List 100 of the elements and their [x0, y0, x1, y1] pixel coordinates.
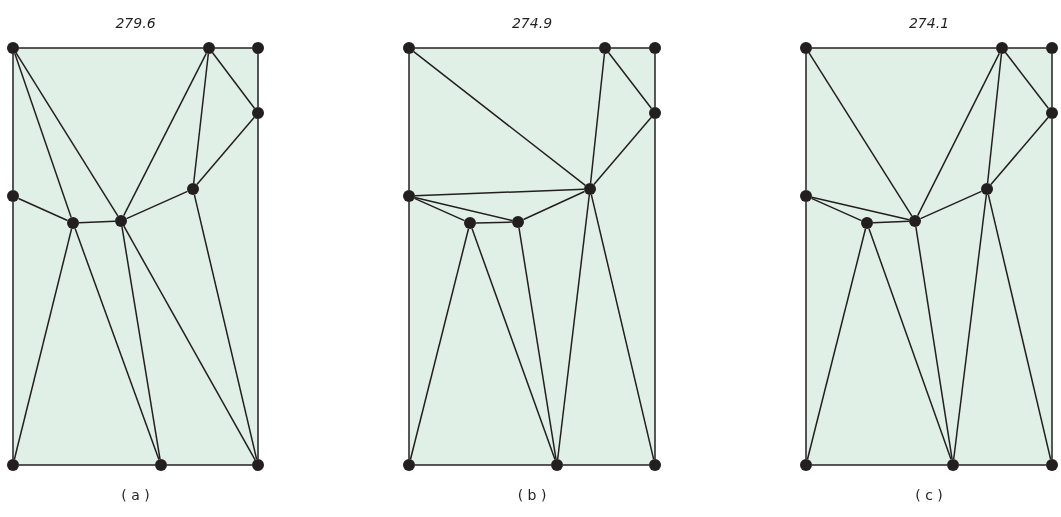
edge-line: [987, 194, 1052, 460]
edge-line: [414, 196, 513, 222]
vertex-dot: [403, 459, 415, 471]
edge-line: [919, 190, 983, 220]
vertex-dot: [464, 217, 476, 229]
edge-line: [13, 228, 73, 460]
edge-line: [257, 53, 259, 108]
edge-line: [952, 194, 988, 460]
edge-line: [409, 228, 470, 460]
score-value: 274.1: [907, 14, 951, 32]
panel-caption: ( b ): [516, 486, 548, 504]
vertex-dot: [67, 217, 79, 229]
vertex-dot: [7, 190, 19, 202]
edge-line: [412, 50, 587, 187]
edge-line: [562, 464, 650, 466]
edge-line: [872, 220, 910, 224]
vertex-dot: [649, 459, 661, 471]
edge-line: [522, 190, 586, 221]
edge-line: [806, 228, 867, 460]
vertex-dot: [252, 42, 264, 54]
vertex-dot: [115, 215, 127, 227]
edge-line: [916, 52, 1001, 217]
edge-line: [805, 201, 807, 460]
edge-line: [74, 227, 160, 461]
edge-line: [257, 118, 259, 460]
edge-line: [17, 197, 69, 222]
edge-line: [125, 190, 189, 220]
edge-line: [414, 188, 585, 197]
edge-line: [471, 227, 556, 461]
edge-line: [590, 194, 655, 460]
edge-line: [1004, 52, 1050, 109]
edge-line: [14, 52, 72, 219]
edge-line: [123, 225, 256, 461]
vertex-dot: [252, 107, 264, 119]
edge-line: [12, 53, 14, 191]
vertex-dot: [981, 183, 993, 195]
vertex-dot: [7, 459, 19, 471]
edge-line: [414, 464, 552, 466]
panel-caption: ( a ): [120, 486, 151, 504]
edge-line: [413, 197, 466, 222]
edge-line: [1051, 118, 1053, 460]
edge-line: [868, 227, 952, 461]
score-value: 274.9: [510, 14, 554, 32]
vertex-dot: [1046, 42, 1058, 54]
vertex-dot: [800, 459, 812, 471]
vertex-dot: [649, 107, 661, 119]
vertex-dot: [1046, 107, 1058, 119]
edge-line: [408, 53, 410, 191]
vertex-dot: [861, 217, 873, 229]
edge-line: [556, 194, 591, 460]
edge-line: [1007, 47, 1047, 49]
vertex-dot: [187, 183, 199, 195]
vertex-dot: [996, 42, 1008, 54]
vertex-dot: [403, 42, 415, 54]
edge-line: [654, 118, 656, 460]
vertex-dot: [512, 216, 524, 228]
edge-line: [810, 197, 863, 222]
edge-line: [121, 226, 161, 460]
edge-line: [811, 464, 948, 466]
edge-line: [12, 201, 14, 460]
edge-line: [192, 53, 210, 184]
edge-line: [15, 52, 119, 217]
edge-line: [518, 227, 557, 460]
edge-line: [166, 464, 253, 466]
edge-line: [78, 220, 116, 224]
edge-line: [990, 116, 1049, 186]
vertex-dot: [403, 190, 415, 202]
edge-line: [211, 52, 256, 109]
edge-line: [808, 52, 913, 217]
panel-caption: ( c ): [914, 486, 944, 504]
vertex-dot: [649, 42, 661, 54]
edge-line: [958, 464, 1047, 466]
edge-line: [607, 52, 653, 109]
edge-line: [475, 221, 513, 224]
edge-line: [811, 196, 910, 221]
edge-line: [811, 47, 997, 49]
edge-line: [214, 47, 253, 49]
vertex-dot: [252, 459, 264, 471]
edge-line: [193, 194, 258, 460]
edge-line: [18, 464, 156, 466]
vertex-dot: [203, 42, 215, 54]
vertex-dot: [599, 42, 611, 54]
vertex-dot: [584, 183, 596, 195]
edge-line: [122, 52, 208, 217]
edge-line: [593, 116, 652, 186]
vertex-dot: [947, 459, 959, 471]
vertex-dot: [1046, 459, 1058, 471]
vertex-dot: [909, 215, 921, 227]
vertex-dot: [7, 42, 19, 54]
edge-line: [414, 47, 600, 49]
vertex-dot: [800, 42, 812, 54]
edge-line: [18, 47, 204, 49]
edge-line: [915, 226, 953, 460]
edge-line: [589, 53, 606, 184]
edge-line: [1051, 53, 1053, 108]
edge-line: [408, 201, 410, 460]
edge-line: [610, 47, 650, 49]
score-value: 279.6: [114, 14, 157, 32]
edge-line: [654, 53, 656, 108]
edge-line: [805, 53, 807, 191]
